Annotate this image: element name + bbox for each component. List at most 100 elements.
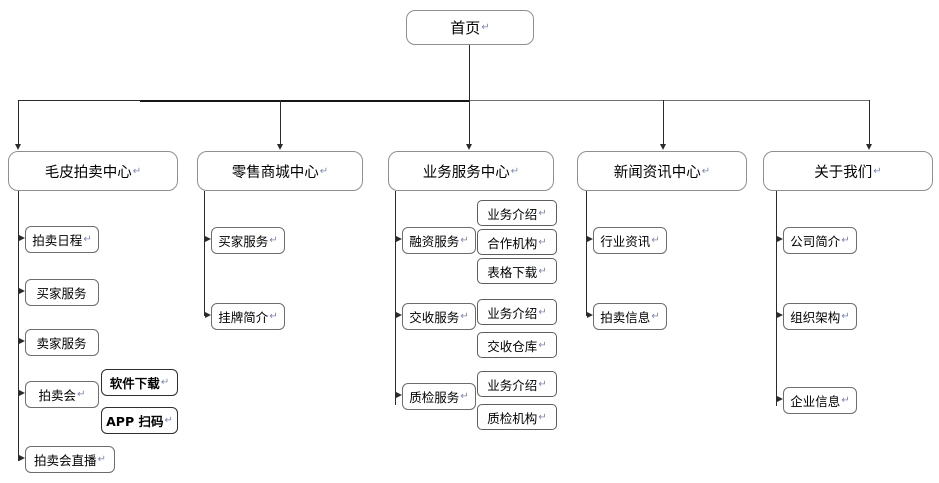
node-financing-business-intro[interactable]: 业务介绍↵ — [477, 200, 557, 226]
pilcrow-mark: ↵ — [538, 236, 547, 248]
pilcrow-mark: ↵ — [460, 311, 469, 322]
node-enterprise-information[interactable]: 企业信息↵ — [783, 387, 857, 414]
arrow-right-col2-child1 — [205, 236, 211, 242]
node-label: 零售商城中心 — [231, 164, 319, 181]
arrow-right-col5-child1 — [777, 236, 783, 242]
pilcrow-mark: ↵ — [319, 165, 329, 177]
connector-spine-col4 — [586, 191, 587, 316]
connector-root-stem — [469, 45, 470, 101]
pilcrow-mark: ↵ — [460, 235, 469, 246]
pilcrow-mark: ↵ — [538, 207, 547, 219]
node-label: 首页 — [450, 19, 481, 37]
node-label: 融资服务 — [409, 234, 460, 249]
node-label: 毛皮拍卖中心 — [44, 164, 132, 181]
pilcrow-mark: ↵ — [77, 389, 86, 400]
node-label: 拍卖信息 — [600, 310, 651, 325]
node-label: 行业资讯 — [600, 234, 651, 249]
arrow-right-col3-child2 — [396, 312, 402, 318]
node-software-download[interactable]: 软件下载↵ — [101, 369, 178, 396]
node-org-structure[interactable]: 组织架构↵ — [783, 303, 857, 330]
node-label: 业务介绍 — [487, 305, 538, 321]
connector-spine-col5 — [776, 191, 777, 406]
node-label: 关于我们 — [814, 164, 873, 181]
pilcrow-mark: ↵ — [841, 235, 850, 246]
pilcrow-mark: ↵ — [269, 311, 278, 322]
pilcrow-mark: ↵ — [538, 265, 547, 277]
node-partner-institutions[interactable]: 合作机构↵ — [477, 229, 557, 255]
arrow-right-col1-child4 — [19, 390, 25, 396]
node-listing-intro[interactable]: 挂牌简介↵ — [211, 303, 285, 330]
node-label: 交收仓库 — [487, 338, 538, 354]
node-fur-auction-center[interactable]: 毛皮拍卖中心↵ — [8, 151, 178, 191]
node-auction-event[interactable]: 拍卖会↵ — [25, 381, 99, 408]
node-auction-schedule[interactable]: 拍卖日程↵ — [25, 226, 99, 253]
connector-spine-col2 — [204, 191, 205, 316]
node-root-homepage[interactable]: 首页↵ — [406, 10, 534, 45]
node-inspection-business-intro[interactable]: 业务介绍↵ — [477, 371, 557, 397]
node-label: 组织架构 — [790, 310, 841, 325]
node-label: 质检服务 — [409, 390, 460, 405]
node-label: 挂牌简介 — [218, 310, 269, 325]
node-delivery-warehouse[interactable]: 交收仓库↵ — [477, 332, 557, 358]
node-label: 买家服务 — [36, 286, 87, 301]
pilcrow-mark: ↵ — [701, 165, 711, 177]
pilcrow-mark: ↵ — [538, 378, 547, 390]
node-buyer-service-col2[interactable]: 买家服务↵ — [211, 227, 285, 254]
arrow-down-col4 — [659, 144, 666, 150]
arrow-right-col2-child2 — [205, 312, 211, 318]
node-news-center[interactable]: 新闻资讯中心↵ — [577, 151, 747, 191]
node-retail-mall-center[interactable]: 零售商城中心↵ — [197, 151, 363, 191]
node-label: 公司简介 — [790, 234, 841, 249]
node-label: 拍卖会直播 — [34, 453, 97, 468]
arrow-right-col1-child1 — [19, 235, 25, 241]
node-about-us[interactable]: 关于我们↵ — [763, 151, 933, 191]
node-inspection-institutions[interactable]: 质检机构↵ — [477, 404, 557, 430]
node-delivery-service[interactable]: 交收服务↵ — [402, 303, 476, 330]
node-label: 拍卖会 — [38, 388, 77, 403]
node-label: 业务介绍 — [487, 206, 538, 222]
arrow-right-col4-child1 — [587, 236, 593, 242]
node-financing-service[interactable]: 融资服务↵ — [402, 227, 476, 254]
node-label: 软件下载 — [109, 376, 160, 391]
node-auction-live-stream[interactable]: 拍卖会直播↵ — [25, 446, 115, 473]
connector-drop-col3 — [469, 100, 470, 144]
node-buyer-service-col1[interactable]: 买家服务 — [25, 279, 99, 306]
node-business-service-center[interactable]: 业务服务中心↵ — [388, 151, 554, 191]
node-auction-information[interactable]: 拍卖信息↵ — [593, 303, 667, 330]
node-label: 业务服务中心 — [422, 164, 510, 181]
node-delivery-business-intro[interactable]: 业务介绍↵ — [477, 299, 557, 325]
arrow-down-col2 — [276, 144, 283, 150]
node-label: 合作机构 — [487, 235, 538, 251]
arrow-right-col1-child5 — [19, 455, 25, 461]
pilcrow-mark: ↵ — [841, 395, 850, 406]
pilcrow-mark: ↵ — [651, 235, 660, 246]
node-quality-inspection-service[interactable]: 质检服务↵ — [402, 383, 476, 410]
connector-drop-col4 — [663, 100, 664, 144]
pilcrow-mark: ↵ — [83, 234, 92, 245]
node-label: APP 扫码 — [106, 414, 164, 429]
pilcrow-mark: ↵ — [160, 377, 170, 388]
node-app-qr-scan[interactable]: APP 扫码↵ — [101, 407, 178, 434]
connector-bus-right — [469, 100, 869, 101]
node-form-download[interactable]: 表格下载↵ — [477, 258, 557, 284]
node-label: 业务介绍 — [487, 377, 538, 393]
node-seller-service[interactable]: 卖家服务 — [25, 329, 99, 356]
pilcrow-mark: ↵ — [538, 411, 547, 423]
arrow-right-col4-child2 — [587, 312, 593, 318]
node-label: 表格下载 — [487, 264, 538, 280]
node-label: 企业信息 — [790, 394, 841, 409]
connector-drop-col5 — [869, 100, 870, 144]
connector-drop-col2 — [280, 100, 281, 144]
connector-bus-left — [140, 100, 470, 102]
pilcrow-mark: ↵ — [97, 454, 106, 465]
pilcrow-mark: ↵ — [510, 165, 520, 177]
pilcrow-mark: ↵ — [269, 235, 278, 246]
pilcrow-mark: ↵ — [841, 311, 850, 322]
arrow-down-col5 — [865, 144, 872, 150]
node-label: 质检机构 — [487, 410, 538, 426]
node-label: 新闻资讯中心 — [613, 164, 701, 181]
arrow-right-col1-child2 — [19, 288, 25, 294]
node-industry-news[interactable]: 行业资讯↵ — [593, 227, 667, 254]
node-company-profile[interactable]: 公司简介↵ — [783, 227, 857, 254]
arrow-right-col5-child3 — [777, 396, 783, 402]
